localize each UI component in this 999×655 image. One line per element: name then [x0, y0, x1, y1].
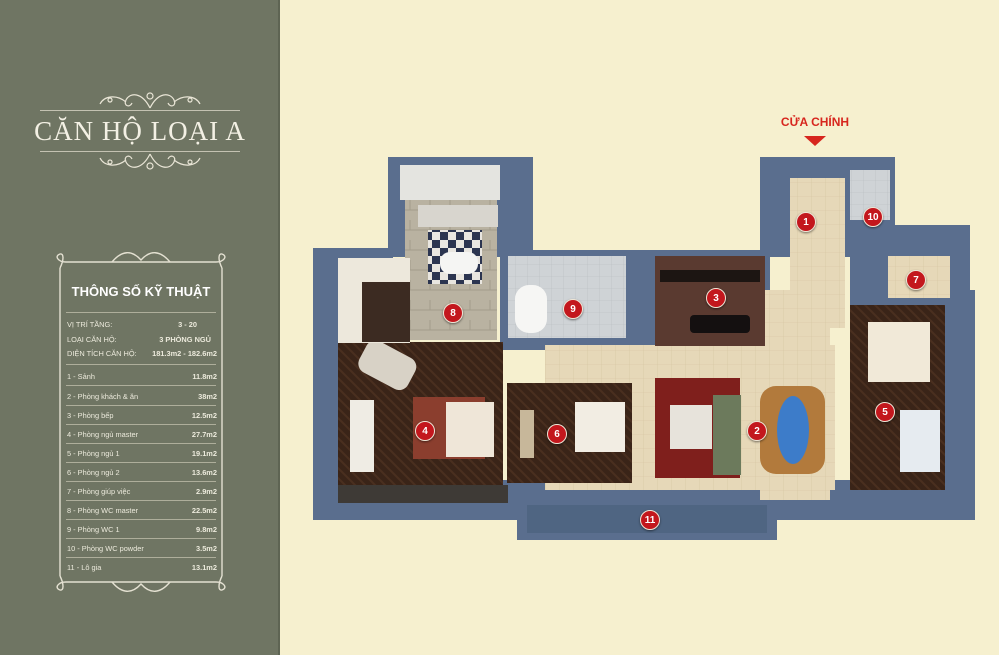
kitchen-island — [690, 315, 750, 333]
room-area: 3.5m2 — [196, 544, 217, 553]
marker-maid-room: 7 — [906, 270, 926, 290]
room-row: 4 - Phòng ngủ master 27.7m2 — [67, 430, 217, 442]
spec-row-type: LOẠI CĂN HỘ: 3 PHÒNG NGỦ — [67, 335, 217, 347]
spec-panel: CĂN HỘ LOẠI A THÔNG SỐ KỸ THUẬT VỊ TRÍ T… — [0, 0, 280, 655]
spec-card-frame — [56, 252, 226, 592]
entrance-arrow-icon — [804, 136, 826, 146]
spec-divider — [66, 443, 216, 444]
spec-divider — [66, 538, 216, 539]
room-label: 4 - Phòng ngủ master — [67, 430, 139, 439]
spec-card: THÔNG SỐ KỸ THUẬT VỊ TRÍ TẦNG: 3 - 20 LO… — [52, 252, 230, 592]
room-area: 13.6m2 — [191, 468, 217, 477]
room-label: 8 - Phòng WC master — [67, 506, 139, 515]
bed-1 — [868, 322, 930, 382]
spec-label: VỊ TRÍ TẦNG: — [67, 320, 113, 329]
wc-master-bathtub — [440, 252, 478, 274]
wc-master-closet — [400, 165, 500, 200]
room-area: 2.9m2 — [196, 487, 217, 496]
wc-1-bathtub — [515, 285, 547, 333]
bed-2 — [575, 402, 625, 452]
spec-divider — [66, 385, 216, 386]
kitchen-counter — [660, 270, 760, 282]
room-row: 8 - Phòng WC master 22.5m2 — [67, 506, 217, 518]
spec-divider — [66, 481, 216, 482]
room-area: 13.1m2 — [191, 563, 217, 572]
marker-wc-1: 9 — [563, 299, 583, 319]
room-area: 38m2 — [198, 392, 217, 401]
master-wardrobe — [350, 400, 374, 472]
spec-divider — [66, 462, 216, 463]
marker-living-dining: 2 — [747, 421, 767, 441]
room-row: 10 - Phòng WC powder 3.5m2 — [67, 544, 217, 556]
spec-divider — [66, 424, 216, 425]
marker-kitchen: 3 — [706, 288, 726, 308]
room-row: 3 - Phòng bếp 12.5m2 — [67, 411, 217, 423]
spec-divider — [66, 312, 216, 313]
room-label: 7 - Phòng giúp việc — [67, 487, 131, 496]
room-row: 7 - Phòng giúp việc 2.9m2 — [67, 487, 217, 499]
spec-label: DIỆN TÍCH CĂN HỘ: — [67, 349, 137, 358]
spec-row-area: DIỆN TÍCH CĂN HỘ: 181.3m2 - 182.6m2 — [67, 349, 217, 361]
page-title: CĂN HỘ LOẠI A — [34, 116, 246, 146]
marker-logia: 11 — [640, 510, 660, 530]
wc-master-vanity — [418, 205, 498, 227]
room-label: 2 - Phòng khách & ăn — [67, 392, 139, 401]
room-row: 1 - Sảnh 11.8m2 — [67, 372, 217, 384]
spec-divider — [66, 519, 216, 520]
room-area: 27.7m2 — [191, 430, 217, 439]
dining-table — [777, 396, 809, 464]
room-row: 6 - Phòng ngủ 2 13.6m2 — [67, 468, 217, 480]
room-label: 6 - Phòng ngủ 2 — [67, 468, 120, 477]
room-row: 9 - Phòng WC 1 9.8m2 — [67, 525, 217, 537]
bedroom-2-desk — [520, 410, 534, 458]
marker-wc-powder: 10 — [863, 207, 883, 227]
spec-value: 3 PHÒNG NGỦ — [159, 335, 211, 344]
coffee-table — [670, 405, 712, 449]
master-lounge-chair — [358, 340, 417, 391]
bedroom-1-wardrobe — [900, 410, 940, 472]
marker-bedroom-1: 5 — [875, 402, 895, 422]
spec-label: LOẠI CĂN HỘ: — [67, 335, 117, 344]
spec-row-floor: VỊ TRÍ TẦNG: 3 - 20 — [67, 320, 217, 332]
marker-master-bedroom: 4 — [415, 421, 435, 441]
title-rule-top — [40, 110, 240, 111]
sofa — [713, 395, 741, 475]
marker-wc-master: 8 — [443, 303, 463, 323]
room-area: 9.8m2 — [196, 525, 217, 534]
room-row: 5 - Phòng ngủ 1 19.1m2 — [67, 449, 217, 461]
room-label: 9 - Phòng WC 1 — [67, 525, 120, 534]
main-entrance-label: CỬA CHÍNH — [780, 115, 850, 129]
spec-heading: THÔNG SỐ KỸ THUẬT — [71, 284, 211, 299]
room-label: 5 - Phòng ngủ 1 — [67, 449, 120, 458]
spec-divider — [66, 557, 216, 558]
room-row: 2 - Phòng khách & ăn 38m2 — [67, 392, 217, 404]
spec-divider — [66, 500, 216, 501]
room-row: 11 - Lô gia 13.1m2 — [67, 563, 217, 575]
marker-lobby: 1 — [796, 212, 816, 232]
walk-in-floor — [362, 282, 410, 342]
spec-divider — [66, 364, 216, 365]
room-label: 1 - Sảnh — [67, 372, 95, 381]
room-area: 19.1m2 — [191, 449, 217, 458]
master-bed — [446, 402, 494, 457]
room-label: 3 - Phòng bếp — [67, 411, 114, 420]
room-label: 10 - Phòng WC powder — [67, 544, 144, 553]
room-area: 22.5m2 — [191, 506, 217, 515]
title-rule-bottom — [40, 151, 240, 152]
marker-bedroom-2: 6 — [547, 424, 567, 444]
room-area: 12.5m2 — [191, 411, 217, 420]
room-label: 11 - Lô gia — [67, 563, 102, 572]
room-area: 11.8m2 — [192, 372, 217, 381]
spec-value: 181.3m2 - 182.6m2 — [152, 349, 217, 358]
spec-divider — [66, 405, 216, 406]
master-balcony — [338, 485, 508, 503]
spec-value: 3 - 20 — [178, 320, 197, 329]
flourish-top-icon — [99, 92, 201, 109]
flourish-bottom-icon — [99, 153, 201, 170]
